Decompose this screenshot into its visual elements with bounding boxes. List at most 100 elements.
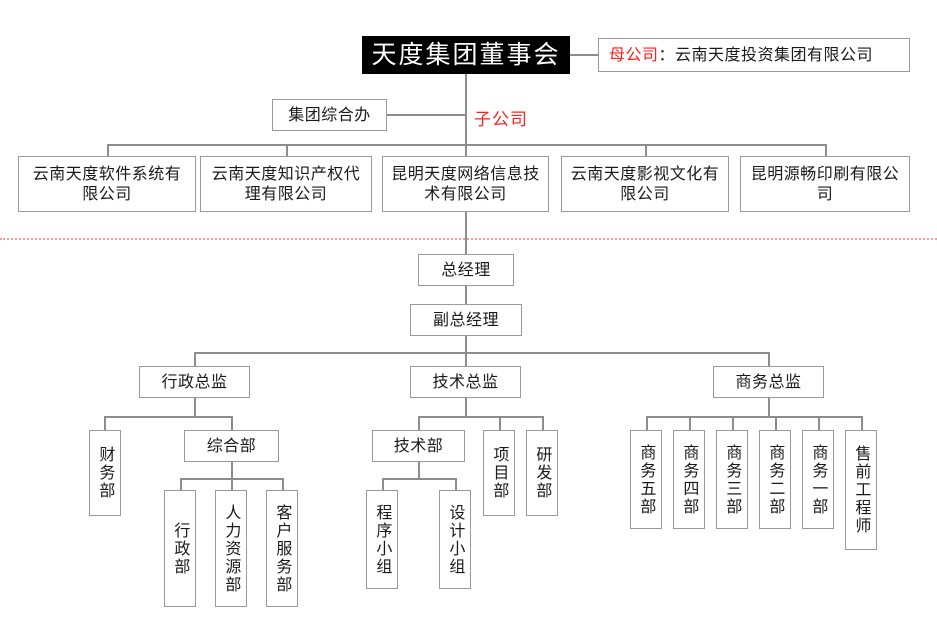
node-design-team[interactable]: 设计小组 bbox=[439, 490, 471, 589]
node-subsidiary-2-label: 云南天度知识产权代理有限公司 bbox=[211, 164, 361, 203]
node-subsidiary-1-label: 云南天度软件系统有限公司 bbox=[32, 164, 182, 203]
connector-root-to-parent-legend bbox=[570, 54, 598, 56]
connector-drop-business-unit-4 bbox=[775, 416, 777, 430]
connector-drop-hr-dept bbox=[231, 478, 233, 490]
node-general-dept[interactable]: 综合部 bbox=[184, 430, 279, 462]
node-business-unit-4-label: 商务四部 bbox=[680, 443, 700, 516]
node-business-unit-5[interactable]: 商务五部 bbox=[630, 430, 662, 529]
legend-parent-company-sep: ： bbox=[658, 45, 676, 64]
connector-drop-subsidiary-2 bbox=[286, 144, 288, 156]
node-hr-dept[interactable]: 人力资源部 bbox=[215, 490, 247, 607]
legend-parent-company-tag: 母公司 bbox=[609, 45, 659, 64]
node-presales-engineer-label: 售前工程师 bbox=[852, 445, 872, 535]
node-subsidiary-5[interactable]: 昆明源畅印刷有限公司 bbox=[740, 156, 910, 212]
node-program-team[interactable]: 程序小组 bbox=[366, 490, 398, 589]
node-finance-dept-label: 财务部 bbox=[96, 446, 116, 500]
node-project-dept[interactable]: 项目部 bbox=[483, 430, 515, 516]
node-customer-service-dept[interactable]: 客户服务部 bbox=[266, 490, 298, 607]
node-general-dept-label: 综合部 bbox=[206, 436, 257, 455]
node-subsidiary-3-label: 昆明天度网络信息技术有限公司 bbox=[391, 164, 540, 203]
node-subsidiary-4-label: 云南天度影视文化有限公司 bbox=[570, 164, 720, 203]
connector-tech-drop bbox=[465, 398, 467, 416]
connector-tech-dept-drop bbox=[418, 462, 420, 478]
connector-drop-customer-service-dept bbox=[282, 478, 284, 490]
connector-drop-subsidiary-4 bbox=[645, 144, 647, 156]
connector-business-drop bbox=[768, 398, 770, 416]
connector-drop-program-team bbox=[382, 478, 384, 490]
connector-drop-tech-dept bbox=[418, 416, 420, 430]
node-project-dept-label: 项目部 bbox=[490, 446, 510, 500]
label-subsidiary-tag: 子公司 bbox=[474, 110, 528, 130]
node-admin-dept-label: 行政部 bbox=[171, 521, 191, 576]
connector-drop-subsidiary-5 bbox=[825, 144, 827, 156]
connector-drop-finance bbox=[104, 416, 106, 430]
node-group-general-office[interactable]: 集团综合办 bbox=[272, 99, 387, 131]
connector-tech-bus bbox=[418, 416, 542, 418]
connector-admin-drop bbox=[194, 398, 196, 416]
node-hr-dept-label: 人力资源部 bbox=[222, 503, 242, 594]
connector-drop-director-admin bbox=[194, 352, 196, 366]
connector-group-office-to-spine bbox=[387, 114, 465, 116]
connector-gm-to-dgm bbox=[465, 286, 467, 304]
node-business-unit-4[interactable]: 商务四部 bbox=[673, 430, 705, 529]
node-group-general-office-label: 集团综合办 bbox=[288, 105, 371, 124]
node-rnd-dept[interactable]: 研发部 bbox=[526, 430, 558, 516]
node-deputy-general-manager[interactable]: 副总经理 bbox=[410, 304, 522, 336]
node-tech-dept-label: 技术部 bbox=[393, 436, 444, 455]
node-director-tech-label: 技术总监 bbox=[432, 372, 499, 391]
connector-drop-director-tech bbox=[465, 352, 467, 366]
connector-drop-director-business bbox=[768, 352, 770, 366]
legend-parent-company-name: 云南天度投资集团有限公司 bbox=[675, 45, 874, 64]
node-design-team-label: 设计小组 bbox=[446, 503, 466, 576]
node-director-business[interactable]: 商务总监 bbox=[713, 366, 824, 398]
legend-parent-company: 母公司：云南天度投资集团有限公司 bbox=[598, 38, 910, 72]
node-subsidiary-5-label: 昆明源畅印刷有限公司 bbox=[750, 164, 900, 203]
node-business-unit-5-label: 商务五部 bbox=[637, 443, 657, 516]
connector-drop-subsidiary-1 bbox=[107, 144, 109, 156]
node-subsidiary-2[interactable]: 云南天度知识产权代理有限公司 bbox=[200, 156, 372, 212]
connector-into-general-manager bbox=[465, 212, 467, 254]
node-board-of-directors[interactable]: 天度集团董事会 bbox=[362, 36, 570, 74]
node-director-business-label: 商务总监 bbox=[735, 372, 802, 391]
connector-root-spine bbox=[465, 74, 467, 144]
node-admin-dept[interactable]: 行政部 bbox=[164, 490, 196, 607]
connector-drop-admin-dept bbox=[180, 478, 182, 490]
node-business-unit-2[interactable]: 商务二部 bbox=[759, 430, 791, 529]
node-subsidiary-3[interactable]: 昆明天度网络信息技术有限公司 bbox=[382, 156, 549, 212]
node-business-unit-1-label: 商务一部 bbox=[809, 443, 829, 516]
connector-tech-dept-bus bbox=[382, 478, 455, 480]
node-tech-dept[interactable]: 技术部 bbox=[372, 430, 465, 462]
connector-drop-presales-engineer bbox=[861, 416, 863, 430]
node-business-unit-3[interactable]: 商务三部 bbox=[716, 430, 748, 529]
node-rnd-dept-label: 研发部 bbox=[533, 446, 553, 500]
node-customer-service-dept-label: 客户服务部 bbox=[273, 503, 293, 594]
connector-drop-business-unit-1 bbox=[646, 416, 648, 430]
node-business-unit-3-label: 商务三部 bbox=[723, 443, 743, 516]
node-board-of-directors-label: 天度集团董事会 bbox=[371, 40, 561, 70]
connector-admin-bus bbox=[104, 416, 231, 418]
connector-drop-subsidiary-3 bbox=[465, 144, 467, 156]
connector-drop-business-unit-3 bbox=[732, 416, 734, 430]
connector-dgm-drop bbox=[465, 336, 467, 352]
connector-business-bus bbox=[646, 416, 861, 418]
node-director-admin[interactable]: 行政总监 bbox=[139, 366, 250, 398]
node-subsidiary-1[interactable]: 云南天度软件系统有限公司 bbox=[18, 156, 196, 212]
node-general-manager-label: 总经理 bbox=[441, 260, 491, 279]
connector-drop-business-unit-5 bbox=[818, 416, 820, 430]
node-director-admin-label: 行政总监 bbox=[161, 372, 228, 391]
node-program-team-label: 程序小组 bbox=[373, 503, 393, 576]
connector-director-bus bbox=[194, 352, 768, 354]
node-subsidiary-4[interactable]: 云南天度影视文化有限公司 bbox=[561, 156, 729, 212]
node-finance-dept[interactable]: 财务部 bbox=[89, 430, 121, 516]
connector-drop-business-unit-2 bbox=[689, 416, 691, 430]
node-business-unit-1[interactable]: 商务一部 bbox=[802, 430, 834, 529]
node-presales-engineer[interactable]: 售前工程师 bbox=[845, 430, 877, 550]
node-deputy-general-manager-label: 副总经理 bbox=[432, 310, 499, 329]
connector-drop-design-team bbox=[455, 478, 457, 490]
node-director-tech[interactable]: 技术总监 bbox=[410, 366, 521, 398]
node-general-manager[interactable]: 总经理 bbox=[418, 254, 514, 286]
connector-general-dept-drop bbox=[231, 462, 233, 478]
connector-drop-project-dept bbox=[499, 416, 501, 430]
node-business-unit-2-label: 商务二部 bbox=[766, 443, 786, 516]
